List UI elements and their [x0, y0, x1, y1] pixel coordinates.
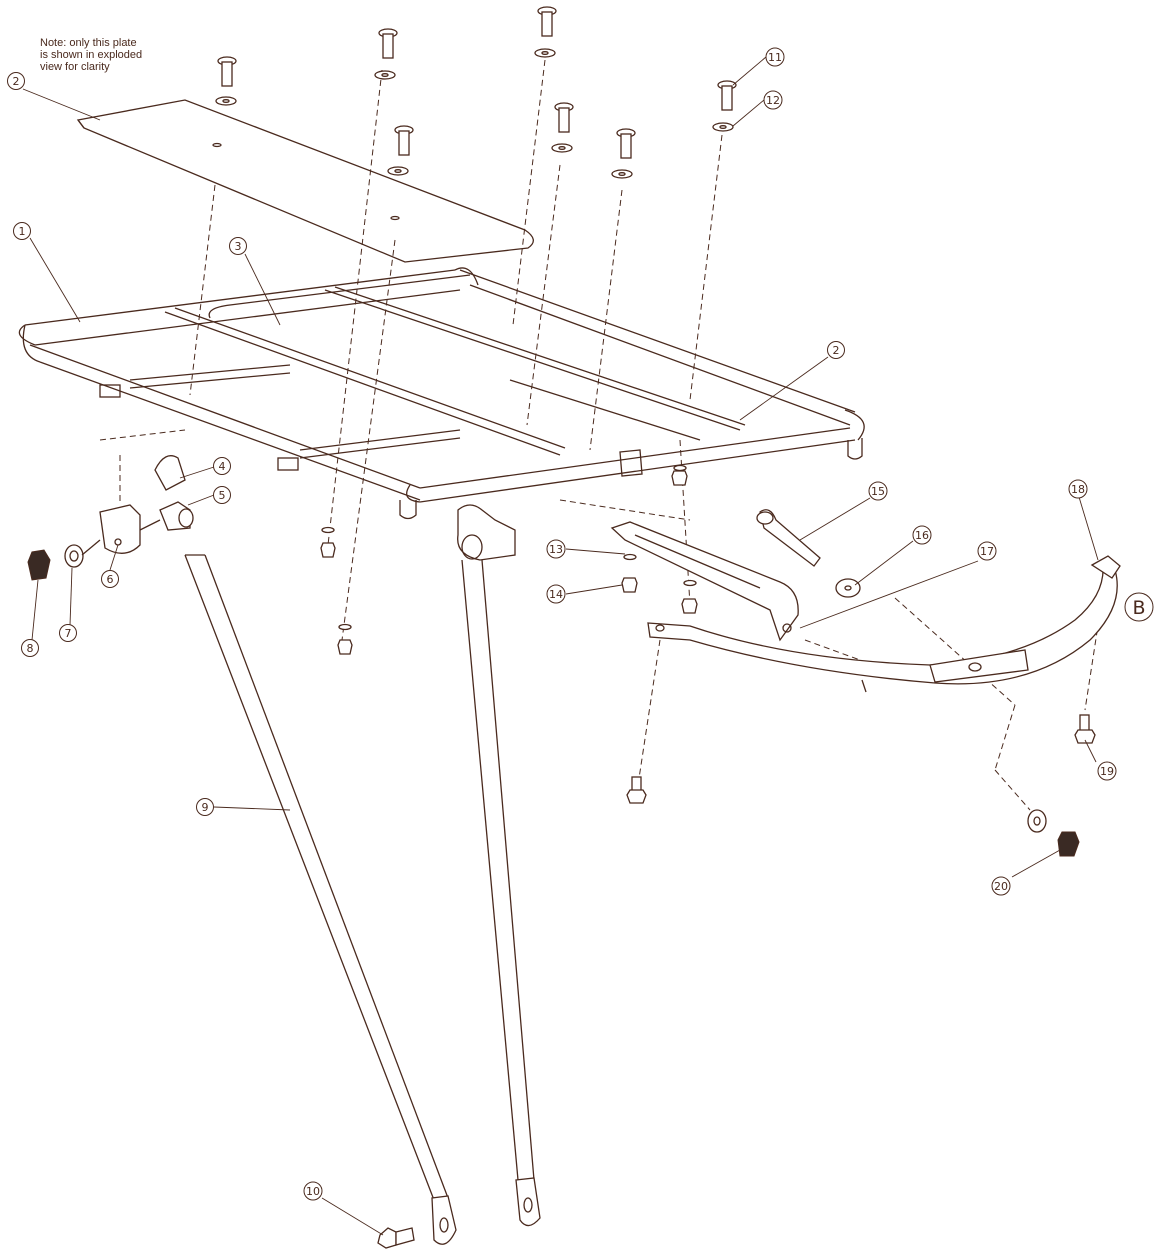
svg-text:3: 3 [235, 240, 242, 253]
callout-3: 3 [229, 237, 247, 255]
svg-text:16: 16 [915, 529, 929, 542]
part-10-bolt [377, 1227, 415, 1249]
svg-text:6: 6 [107, 573, 114, 586]
svg-text:2: 2 [833, 344, 840, 357]
callout-13: 13 [546, 539, 566, 559]
bolt-3 [534, 6, 557, 58]
curved-stay [647, 555, 1121, 693]
callout-14: 14 [546, 584, 566, 604]
side-bracket [610, 521, 799, 642]
bolt-7 [712, 80, 737, 132]
svg-text:8: 8 [27, 642, 34, 655]
callouts: 1 2 2 3 4 5 6 7 8 9 10 11 12 13 14 15 16… [7, 47, 1154, 1201]
top-plate [76, 99, 534, 263]
svg-text:B: B [1132, 597, 1145, 619]
note-line-2: is shown in exploded [40, 49, 142, 61]
strut-right [457, 504, 541, 1227]
note-line-3: view for clarity [40, 61, 110, 73]
svg-text:9: 9 [202, 801, 209, 814]
callout-5: 5 [213, 486, 231, 504]
svg-text:14: 14 [549, 588, 563, 601]
lower-bolt-stay [626, 776, 647, 804]
strut-9 [184, 554, 457, 1245]
svg-text:10: 10 [306, 1185, 320, 1198]
callout-8: 8 [21, 639, 39, 657]
callout-7: 7 [59, 624, 77, 642]
part-16-washer [835, 578, 861, 598]
bolt-2 [374, 28, 398, 80]
part-19-bolt [1074, 714, 1096, 744]
note-line-1: Note: only this plate [40, 37, 137, 49]
dashed-assembly-lines [99, 59, 1106, 811]
svg-text:2: 2 [13, 75, 20, 88]
svg-text:13: 13 [549, 543, 563, 556]
part-8-nut [27, 549, 51, 581]
callout-1: 1 [13, 222, 31, 240]
callout-2-top: 2 [7, 72, 25, 90]
svg-text:18: 18 [1071, 483, 1085, 496]
svg-text:12: 12 [766, 94, 780, 107]
svg-text:19: 19 [1100, 765, 1114, 778]
note: Note: only this plate is shown in explod… [40, 37, 142, 73]
callout-6: 6 [101, 570, 119, 588]
part-6-clamp [99, 504, 141, 554]
svg-text:15: 15 [871, 485, 885, 498]
bolt-5 [551, 102, 574, 153]
bolt-6 [611, 128, 636, 179]
svg-text:5: 5 [219, 489, 226, 502]
callout-2-frame: 2 [827, 341, 845, 359]
callout-15: 15 [868, 481, 888, 501]
callout-18: 18 [1068, 479, 1088, 499]
leader-lines [22, 56, 1099, 1236]
callout-10: 10 [303, 1181, 323, 1201]
bolts [215, 6, 737, 179]
clamp-assembly [27, 455, 194, 581]
svg-text:4: 4 [219, 460, 226, 473]
callout-20: 20 [991, 876, 1011, 896]
part-20-nut [1027, 809, 1080, 857]
part-4-cap [154, 455, 186, 491]
svg-text:20: 20 [994, 880, 1008, 893]
rack-frame [18, 267, 865, 520]
callout-19: 19 [1097, 761, 1117, 781]
callout-16: 16 [912, 525, 932, 545]
callout-17: 17 [977, 541, 997, 561]
callout-9: 9 [196, 798, 214, 816]
part-7-washer [64, 544, 84, 568]
callout-b: B [1124, 592, 1154, 622]
callout-12: 12 [763, 90, 783, 110]
bolt-4 [387, 125, 414, 176]
lower-nuts [320, 464, 698, 655]
svg-text:17: 17 [980, 545, 994, 558]
callout-4: 4 [213, 457, 231, 475]
svg-text:7: 7 [65, 627, 72, 640]
callout-11: 11 [765, 47, 785, 67]
part-15-long-bolt [756, 509, 821, 567]
svg-text:11: 11 [768, 51, 782, 64]
svg-text:1: 1 [19, 225, 26, 238]
bolt-1 [215, 56, 237, 106]
